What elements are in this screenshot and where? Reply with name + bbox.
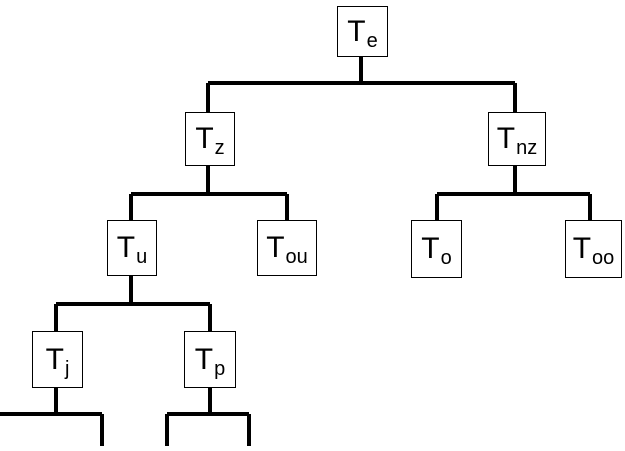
node-tz-sub: z xyxy=(214,137,225,159)
node-tz-letter: T xyxy=(195,122,214,155)
node-to-sub: o xyxy=(440,247,452,269)
node-tj-letter: T xyxy=(45,342,64,376)
node-tu-sub: u xyxy=(136,246,148,268)
node-tnz-letter: T xyxy=(496,122,516,155)
node-tp-letter: T xyxy=(194,342,214,376)
node-too-letter: T xyxy=(572,232,592,265)
node-te-sub: e xyxy=(366,29,378,52)
node-tj-sub: j xyxy=(64,357,70,380)
edge-tu xyxy=(54,276,212,331)
node-tp-sub: p xyxy=(214,357,226,380)
node-tou-letter: T xyxy=(266,231,285,264)
edge-tz xyxy=(129,166,289,220)
node-tnz-sub: nz xyxy=(516,137,538,159)
node-too-sub: oo xyxy=(592,247,615,269)
node-te-letter: T xyxy=(347,14,366,48)
node-tou-sub: ou xyxy=(285,246,308,268)
node-to-letter: T xyxy=(421,232,440,265)
edge-tnz xyxy=(435,166,592,220)
edge-root xyxy=(206,57,517,112)
edge-tj xyxy=(0,388,104,446)
node-tu-letter: T xyxy=(116,231,136,264)
edge-tp xyxy=(165,388,251,446)
